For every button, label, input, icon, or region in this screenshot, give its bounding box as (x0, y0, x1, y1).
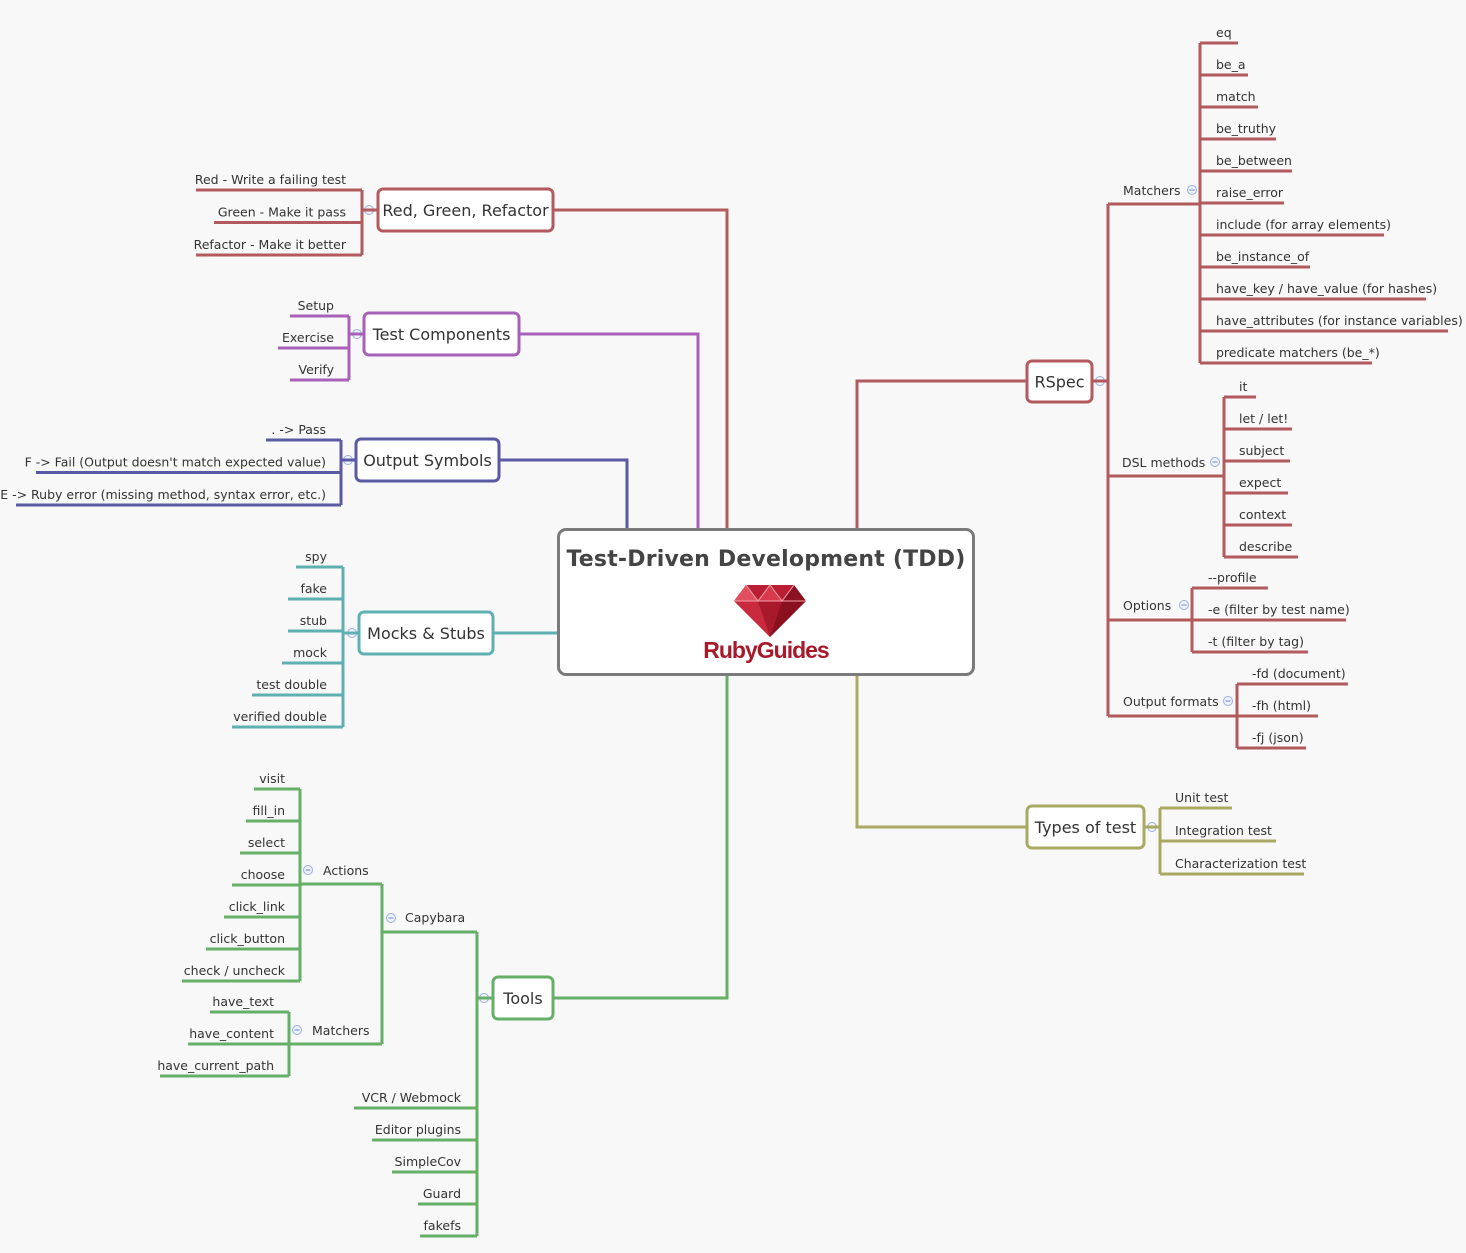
leaf-item: -t (filter by tag) (1208, 634, 1304, 649)
leaf-item: Exercise (282, 330, 334, 345)
topic-output-symbols-label: Output Symbols (363, 451, 492, 470)
topic-tools-label: Tools (502, 989, 542, 1008)
leaf-item: predicate matchers (be_*) (1216, 345, 1380, 360)
topic-output-symbols[interactable]: Output Symbols (354, 437, 501, 483)
leaf-item: test double (256, 677, 327, 692)
connector-line (499, 458, 629, 528)
leaf-item: be_a (1216, 57, 1246, 72)
leaf-item: it (1239, 379, 1247, 394)
leaf-item: let / let! (1239, 411, 1288, 426)
leaf-item: mock (293, 645, 328, 660)
leaf-item: fake (300, 581, 327, 596)
leaf-item: choose (241, 867, 286, 882)
leaf-item: click_link (229, 899, 286, 914)
subtopic-dsl-methods: DSL methods (1122, 455, 1205, 470)
ruby-gem-icon (734, 584, 806, 637)
leaf-item: Characterization test (1175, 856, 1306, 871)
leaf-item: raise_error (1216, 185, 1284, 200)
central-title: Test-Driven Development (TDD) (566, 547, 966, 572)
leaf-item: eq (1216, 25, 1232, 40)
topic-test-components-label: Test Components (372, 325, 511, 344)
leaf-item: Setup (298, 298, 334, 313)
leaf-item: check / uncheck (184, 963, 286, 978)
leaf-item: Integration test (1175, 823, 1272, 838)
rubyguides-logo: RubyGuides (703, 637, 829, 663)
leaf-item: Unit test (1175, 790, 1229, 805)
leaf-item: Verify (299, 362, 335, 377)
leaf-item: Editor plugins (375, 1122, 461, 1137)
leaf-item: Red - Write a failing test (195, 172, 346, 187)
leaf-item: expect (1239, 475, 1281, 490)
leaf-item: have_key / have_value (for hashes) (1216, 281, 1437, 296)
leaf-item: be_truthy (1216, 121, 1277, 136)
leaf-item: include (for array elements) (1216, 217, 1391, 232)
connector-line (519, 332, 700, 528)
leaf-item: be_between (1216, 153, 1292, 168)
leaf-item: have_current_path (157, 1058, 274, 1073)
leaf-item: subject (1239, 443, 1284, 458)
leaf-item: -fd (document) (1252, 666, 1346, 681)
leaf-item: fakefs (424, 1218, 461, 1233)
leaf-item: SimpleCov (395, 1154, 462, 1169)
connector-line (855, 676, 1027, 829)
leaf-item: have_attributes (for instance variables) (1216, 313, 1463, 328)
connector-line (553, 208, 729, 528)
leaf-item: . -> Pass (271, 422, 326, 437)
central-topic[interactable]: Test-Driven Development (TDD) RubyGuides (557, 528, 975, 676)
subtopic-matchers: Matchers (1123, 183, 1180, 198)
topic-rspec[interactable]: RSpec (1025, 359, 1094, 404)
leaf-item: Refactor - Make it better (194, 237, 347, 252)
leaf-item: visit (259, 771, 285, 786)
leaf-item: verified double (233, 709, 327, 724)
leaf-item: --profile (1208, 570, 1257, 585)
leaf-item: -fh (html) (1252, 698, 1311, 713)
leaf-item: VCR / Webmock (362, 1090, 462, 1105)
topic-types-of-test-label: Types of test (1034, 818, 1136, 837)
subtopic-options: Options (1123, 598, 1171, 613)
leaf-item: have_content (189, 1026, 274, 1041)
leaf-item: stub (300, 613, 327, 628)
connector-line (855, 379, 1027, 528)
connector-line (553, 676, 729, 1000)
leaf-item: match (1216, 89, 1256, 104)
topic-mocks-stubs[interactable]: Mocks & Stubs (357, 610, 495, 656)
topic-red-green-refactor-label: Red, Green, Refactor (382, 201, 549, 220)
leaf-item: have_text (212, 994, 274, 1009)
leaf-item: describe (1239, 539, 1293, 554)
subtopic-capybara: Capybara (405, 910, 465, 925)
topic-types-of-test[interactable]: Types of test (1025, 804, 1146, 850)
leaf-item: Guard (423, 1186, 461, 1201)
leaf-item: be_instance_of (1216, 249, 1310, 264)
leaf-item: -fj (json) (1252, 730, 1304, 745)
topic-tools[interactable]: Tools (491, 975, 555, 1021)
leaf-item: -e (filter by test name) (1208, 602, 1350, 617)
topic-rspec-label: RSpec (1034, 373, 1084, 392)
leaf-item: F -> Fail (Output doesn't match expected… (25, 455, 326, 470)
topic-mocks-stubs-label: Mocks & Stubs (367, 624, 485, 643)
subtopic-actions: Actions (323, 863, 369, 878)
leaf-item: Green - Make it pass (218, 205, 346, 220)
leaf-item: click_button (210, 931, 285, 946)
subtopic-output-formats: Output formats (1123, 694, 1219, 709)
topic-test-components[interactable]: Test Components (362, 311, 521, 357)
topic-red-green-refactor[interactable]: Red, Green, Refactor (376, 187, 555, 233)
leaf-item: E -> Ruby error (missing method, syntax … (0, 487, 326, 502)
subtopic-matchers: Matchers (312, 1023, 369, 1038)
leaf-item: context (1239, 507, 1286, 522)
leaf-item: fill_in (253, 803, 285, 818)
leaf-item: spy (305, 549, 327, 564)
leaf-item: select (248, 835, 285, 850)
